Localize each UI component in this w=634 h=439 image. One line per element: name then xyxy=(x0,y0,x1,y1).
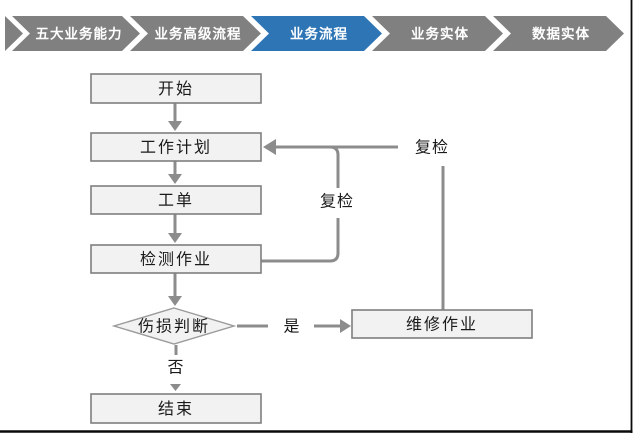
node-damage-decision-diamond xyxy=(111,307,237,345)
edge-recheck-inner-lower xyxy=(261,218,340,263)
nav-item-five-capabilities[interactable] xyxy=(12,16,140,51)
arrowhead-down-icon xyxy=(168,296,182,306)
nav-label-five-capabilities[interactable]: 五大业务能力 xyxy=(36,26,123,42)
chevron-lead-wedge-icon xyxy=(5,16,23,51)
node-end-label: 结束 xyxy=(158,400,194,418)
node-repair-job-label: 维修作业 xyxy=(406,316,478,334)
edge-labels: 是 否 复检 复检 xyxy=(167,139,449,377)
node-start-label: 开始 xyxy=(158,80,194,98)
node-work-order-label: 工单 xyxy=(158,192,194,210)
flow-nodes: 开始 工作计划 工单 检测作业 伤损判断 维修作业 结束 xyxy=(90,73,533,424)
arrowhead-down-icon xyxy=(168,233,182,243)
nav-label-data-entity[interactable]: 数据实体 xyxy=(532,26,590,42)
nav-label-business-entity[interactable]: 业务实体 xyxy=(411,26,469,42)
node-work-plan-label: 工作计划 xyxy=(140,139,212,157)
nav-item-advanced-process[interactable] xyxy=(130,16,261,51)
chevron-nav: 五大业务能力 业务高级流程 业务流程 业务实体 数据实体 xyxy=(5,16,624,51)
arrowhead-small-down-icon xyxy=(170,384,181,391)
node-repair-job xyxy=(351,309,533,339)
arrowhead-right-icon xyxy=(340,319,351,333)
node-inspection-job xyxy=(90,244,262,274)
edge-recheck-inner-upper xyxy=(329,145,340,188)
edge-label-no: 否 xyxy=(167,360,184,377)
flow-connectors xyxy=(168,103,445,391)
edge-label-yes: 是 xyxy=(283,319,300,336)
node-end xyxy=(90,393,262,424)
nav-item-data-entity[interactable] xyxy=(493,16,624,51)
arrowhead-down-icon xyxy=(168,121,182,131)
node-work-order xyxy=(90,185,262,215)
nav-label-business-process[interactable]: 业务流程 xyxy=(290,26,348,42)
edge-label-recheck-outer: 复检 xyxy=(415,139,449,157)
arrowhead-down-icon xyxy=(168,174,182,184)
node-damage-decision-label: 伤损判断 xyxy=(138,318,210,336)
node-start xyxy=(90,73,262,104)
node-work-plan xyxy=(90,132,262,162)
nav-item-business-entity[interactable] xyxy=(372,16,503,51)
node-inspection-job-label: 检测作业 xyxy=(140,251,212,269)
nav-label-advanced-process[interactable]: 业务高级流程 xyxy=(155,26,242,42)
arrowhead-left-icon xyxy=(263,139,276,155)
nav-item-business-process-active[interactable] xyxy=(251,16,382,51)
edge-label-recheck-inner: 复检 xyxy=(320,193,354,211)
